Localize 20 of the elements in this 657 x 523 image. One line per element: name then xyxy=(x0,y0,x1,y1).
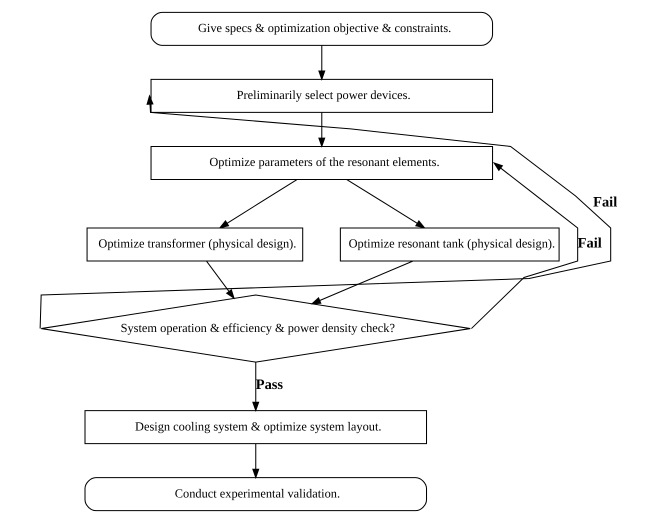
node-box: Give specs & optimization objective & constraints. xyxy=(150,12,494,46)
arrow xyxy=(252,362,260,412)
arrow xyxy=(310,260,413,304)
arrow xyxy=(346,179,426,229)
arrow xyxy=(471,162,578,329)
arrow xyxy=(252,444,260,480)
arrow xyxy=(318,46,326,81)
node-box: Preliminarily select power devices. xyxy=(150,78,494,113)
node-diamond: System operation & efficiency & power density check? xyxy=(40,294,471,363)
node-box: Optimize transformer (physical design). xyxy=(86,227,304,262)
node-box: Optimize resonant tank (physical design). xyxy=(340,227,560,262)
arrow xyxy=(218,179,298,229)
node-box: Optimize parameters of the resonant elements. xyxy=(150,146,494,180)
arrow xyxy=(40,94,612,329)
edge-label: Fail xyxy=(593,194,618,211)
node-box: Design cooling system & optimize system layout. xyxy=(84,410,428,444)
arrow xyxy=(206,261,235,300)
arrow xyxy=(318,112,326,148)
node-box: Conduct experimental validation. xyxy=(84,477,428,512)
edge-label: Fail xyxy=(578,235,602,252)
